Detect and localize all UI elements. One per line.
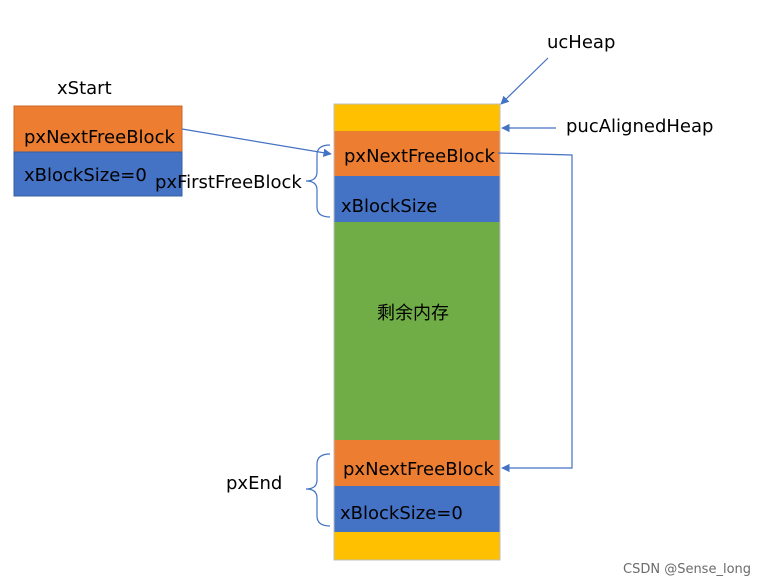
pxfirstfreeblock-brace	[305, 144, 331, 218]
pxend-brace	[305, 453, 331, 527]
remaining-memory-text: 剩余内存	[377, 303, 449, 324]
pucalignedheap-label: pucAlignedHeap	[566, 116, 713, 137]
alignment-padding-bottom	[334, 532, 500, 560]
xstart-next-text: pxNextFreeBlock	[24, 127, 175, 148]
end-block-size-text: xBlockSize=0	[340, 503, 463, 524]
pxend-label: pxEnd	[226, 473, 282, 494]
heap-outline	[333, 103, 501, 561]
xstart-size-text: xBlockSize=0	[24, 165, 147, 186]
watermark: CSDN @Sense_long	[623, 562, 751, 577]
xstart-label: xStart	[57, 78, 112, 99]
ucheap-arrow	[500, 57, 549, 105]
first-block-size-text: xBlockSize	[341, 196, 437, 217]
ucheap-label: ucHeap	[547, 32, 615, 53]
xstart-next-cell	[13, 105, 183, 153]
end-block-next-text: pxNextFreeBlock	[343, 459, 494, 480]
end-block-size-cell	[334, 486, 500, 532]
remaining-memory-region	[334, 222, 500, 440]
end-block-next-cell	[334, 440, 500, 486]
pxfirstfreeblock-label: pxFirstFreeBlock	[155, 172, 302, 193]
xstart-next-arrow	[181, 128, 332, 157]
alignment-padding-top	[334, 104, 500, 131]
first-to-end-arrow	[497, 152, 573, 473]
first-block-next-cell	[334, 131, 500, 176]
xstart-size-cell	[13, 151, 183, 197]
first-block-next-text: pxNextFreeBlock	[344, 146, 495, 167]
first-block-size-cell	[334, 176, 500, 222]
